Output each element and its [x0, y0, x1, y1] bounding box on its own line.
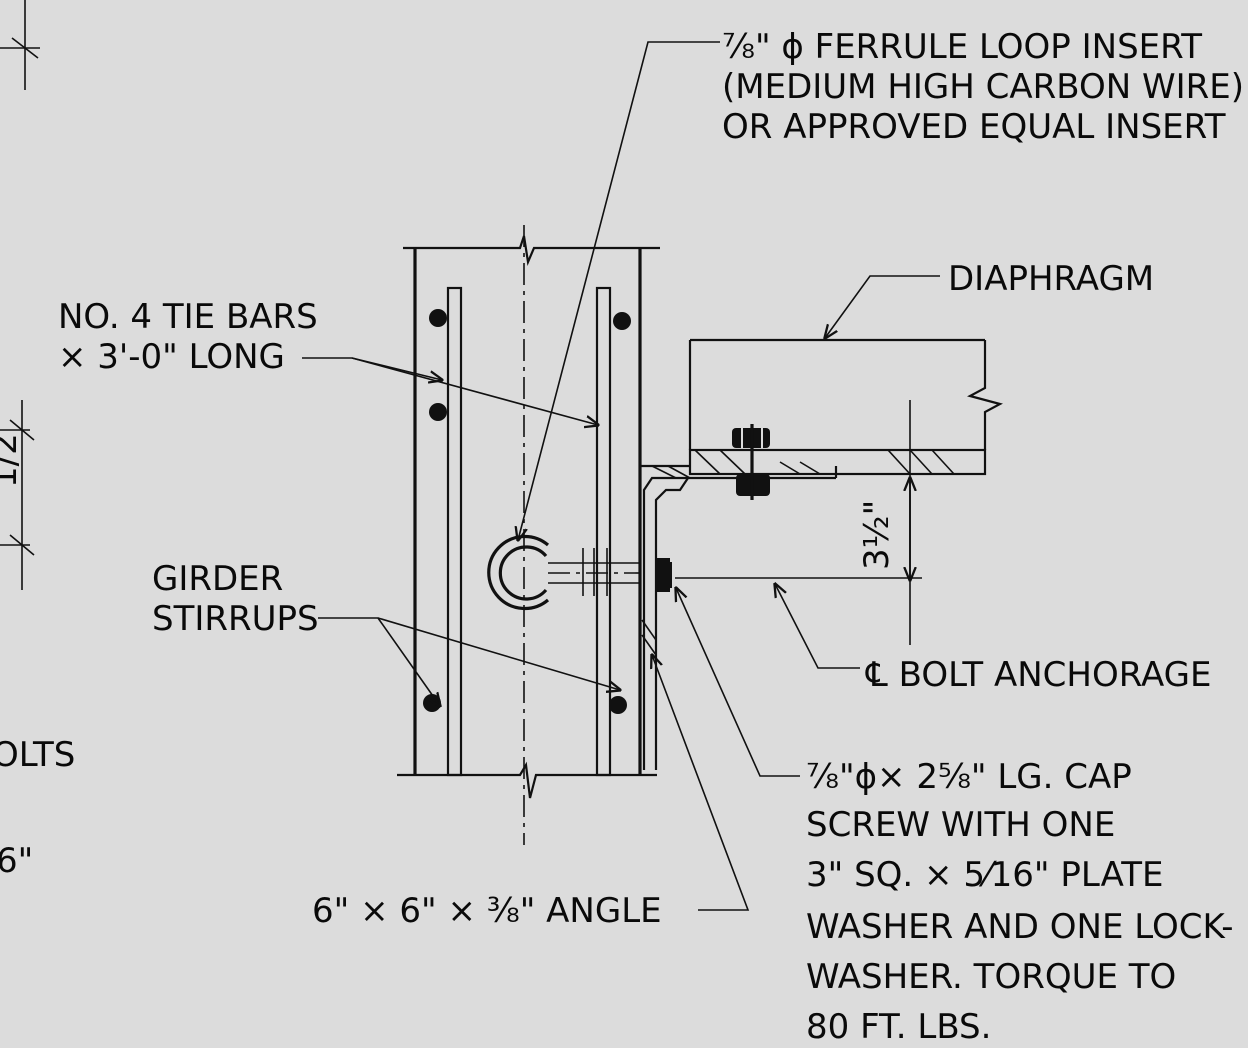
diaphragm: [688, 338, 1003, 476]
diaphragm-bolt: [732, 424, 770, 500]
ferrule-loop-insert: [487, 534, 640, 611]
cap-screw-label-line6: 80 FT. LBS.: [806, 1007, 991, 1047]
cut-6-label: 6": [0, 841, 33, 881]
ferrule-label-line1: ⅞" ϕ FERRULE LOOP INSERT: [722, 27, 1202, 67]
angle-6x6: [640, 464, 838, 770]
cap-screw-label-line4: WASHER AND ONE LOCK-: [806, 907, 1233, 947]
stirrups-label-line2: STIRRUPS: [152, 599, 319, 639]
cut-olts-label: OLTS: [0, 735, 75, 775]
cut-dim-label: 1/2: [0, 433, 25, 488]
cap-screw-label-line5: WASHER. TORQUE TO: [806, 957, 1176, 997]
ferrule-label-line2: (MEDIUM HIGH CARBON WIRE): [722, 67, 1244, 107]
tie-bars-label-line1: NO. 4 TIE BARS: [58, 297, 318, 337]
ferrule-label-line3: OR APPROVED EQUAL INSERT: [722, 107, 1226, 147]
stirrup-bars: [423, 309, 631, 714]
cap-screw-head: [656, 558, 672, 592]
cap-screw-label-line3: 3" SQ. × 5⁄16" PLATE: [806, 855, 1163, 895]
angle-label: 6" × 6" × ⅜" ANGLE: [312, 891, 662, 931]
stirrups-label-line1: GIRDER: [152, 559, 283, 599]
left-edge-fragments: [0, 0, 40, 590]
tie-bars-label-line2: × 3'-0" LONG: [58, 337, 285, 377]
tie-bars: [446, 286, 612, 777]
dimension-3-5: [675, 400, 922, 645]
bolt-anchorage-label: ℄ BOLT ANCHORAGE: [865, 655, 1211, 695]
dimension-label: 3½": [857, 500, 897, 570]
cap-screw-label-line2: SCREW WITH ONE: [806, 805, 1115, 845]
leader-lines: [302, 41, 940, 911]
cap-screw-label-line1: ⅞"ϕ× 2⅝" LG. CAP: [806, 757, 1132, 797]
diaphragm-label: DIAPHRAGM: [948, 259, 1154, 299]
